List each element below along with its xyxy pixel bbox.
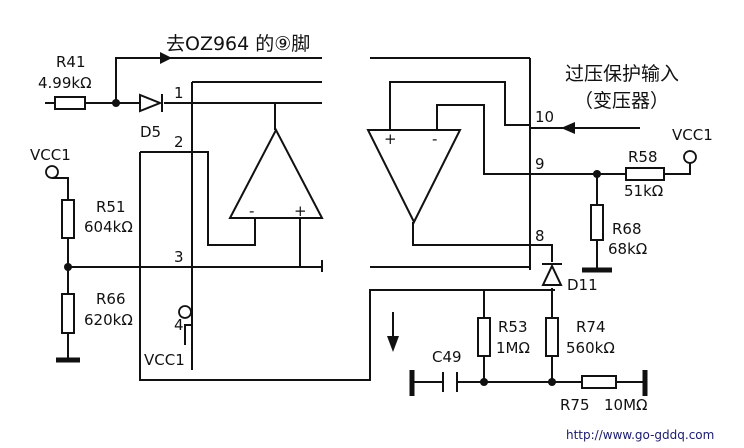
junction-dot [548,378,556,386]
vcc1-left-label: VCC1 [30,146,71,164]
comparator-right [366,129,462,225]
resistor-r74 [545,317,559,357]
pin-8: 8 [535,227,545,245]
pin-3: 3 [174,248,184,266]
pin-1: 1 [174,84,184,102]
r75-label: R75 [560,396,590,414]
r41-label: R41 [56,53,86,71]
diode-d5 [139,93,163,113]
resistor-r75 [581,375,617,389]
pin-10: 10 [535,108,554,126]
opamp-plus: + [294,202,307,220]
arrow-down-icon [387,336,399,352]
resistor-r58 [625,167,665,181]
r68-value: 68kΩ [608,240,647,258]
r58-value: 51kΩ [624,182,663,200]
r58-label: R58 [628,148,658,166]
opamp-left [228,127,324,219]
pin-9: 9 [535,155,545,173]
vcc-terminal [45,165,59,179]
resistor-r66 [61,293,75,334]
r51-label: R51 [96,198,126,216]
vcc1-bottom-label: VCC1 [144,351,185,369]
r41-value: 4.99kΩ [38,74,92,92]
junctions [64,99,601,386]
vcc-terminal [178,305,192,319]
arrow-left-icon [561,122,575,134]
r51-value: 604kΩ [84,218,133,236]
junction-dot [64,263,72,271]
d5-label: D5 [140,123,161,141]
diode-d11 [541,263,563,286]
pin-2: 2 [174,133,184,151]
c49-label: C49 [432,348,462,366]
resistor-r68 [590,204,604,241]
wires [45,57,691,396]
junction-dot [593,170,601,178]
r74-value: 560kΩ [566,339,615,357]
labels: 去OZ964 的⑨脚 过压保护输入 （变压器） R41 4.99kΩ D5 VC… [30,33,714,442]
top-note: 去OZ964 的⑨脚 [166,33,310,55]
pin-4: 4 [174,316,184,334]
vcc1-right-label: VCC1 [672,126,713,144]
comparator-plus: + [384,130,397,148]
junction-dot [112,99,120,107]
vcc-terminal [683,150,697,164]
r68-label: R68 [612,220,642,238]
resistor-r41 [54,96,86,110]
opamp-minus: - [249,202,254,220]
r74-label: R74 [576,318,606,336]
r53-value: 1MΩ [496,339,530,357]
resistor-r53 [477,317,491,357]
r53-label: R53 [498,318,528,336]
ovp-title: 过压保护输入 [565,63,679,85]
r66-label: R66 [96,290,126,308]
r75-value: 10MΩ [604,396,648,414]
comparator-minus: - [432,130,437,148]
d11-label: D11 [567,276,598,294]
watermark: http://www.go-gddq.com [566,428,714,442]
resistor-r51 [61,199,75,239]
r66-value: 620kΩ [84,311,133,329]
arrow-right-icon [160,52,172,64]
ovp-subtitle: （变压器） [574,90,669,112]
capacitor-c49 [442,372,458,392]
junction-dot [480,378,488,386]
